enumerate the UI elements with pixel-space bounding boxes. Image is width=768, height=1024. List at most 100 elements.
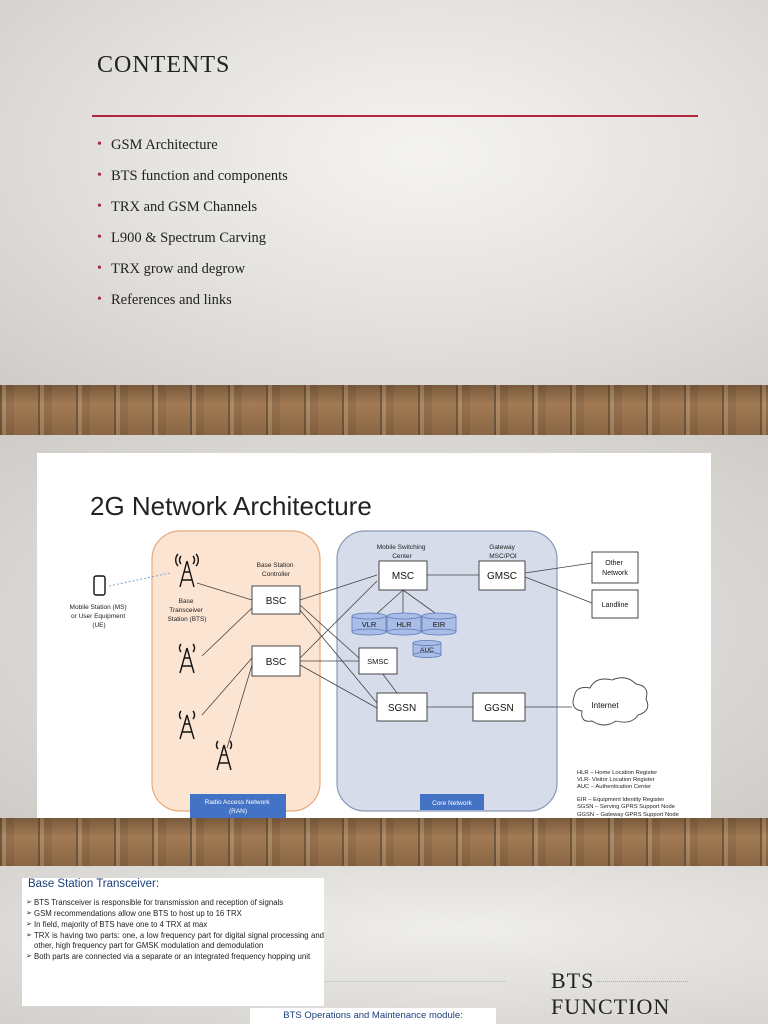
gmsc-label: GMSC [487,571,517,582]
bts-tower-icon [215,740,233,771]
architecture-panel: 2G Network Architecture [37,453,711,818]
gmsc-caption-line: MSC/POI [489,553,517,560]
eir-database-icon [421,612,457,636]
ran-label-box [190,794,286,818]
msc-caption-line: Mobile Switching [377,544,426,551]
bullet-icon: • [97,199,102,214]
other-network-line: Network [602,570,628,577]
svg-text:Gateway MSC/POI: Gateway MSC/POI [489,544,517,560]
slide-title-line: FUNCTION [551,994,671,1019]
slide-title: 2G Network Architecture [90,491,372,521]
bullet-icon: • [97,168,102,183]
eir-label: EIR [433,620,446,629]
bts-tower-icon [178,710,196,740]
svg-text:Mobile Switching Center: Mobile Switching Center [377,544,428,560]
bts-tower-icon [178,643,196,674]
msc-node [378,560,428,591]
gmsc-caption-line: Gateway [489,544,515,551]
msc-label: MSC [392,571,414,582]
svg-text:Other Network: Other Network [602,560,628,577]
legend-line: HLR – Home Location Register [577,770,657,776]
slide-title: CONTENTS [97,52,231,78]
wood-floor-divider [0,818,768,866]
wood-floor-divider [0,385,768,435]
hlr-database-icon [386,612,422,636]
svg-text:Mobile Station (MS) or U: Mobile Station (MS) or User Equipment (U… [70,604,129,629]
slide-title: BTS FUNCTION [551,968,670,1020]
bullet-icon: • [97,137,102,152]
contents-item: •GSM Architecture [97,137,218,153]
ggsn-label: GGSN [484,703,513,714]
bts-list-item: TRX is having two parts: one, a low freq… [26,931,324,950]
auc-database-icon [412,640,442,658]
ms-label-line: (UE) [92,622,105,629]
bts-heading: Base Station Transceiver: [28,878,160,890]
internet-cloud-icon [572,677,649,726]
landline-label: Landline [602,602,629,609]
bts-list-item: BTS Transceiver is responsible for trans… [26,898,324,908]
vlr-label: VLR [362,620,377,629]
bts-label-line: Base [179,598,194,605]
bts-list-item: GSM recommendations allow one BTS to hos… [26,909,324,919]
connection-lines [196,562,593,749]
core-network-label: Core Network [432,800,472,807]
legend-line: VLR- Visitor Location Register [577,777,655,783]
svg-text:Base Transceiver S: Base Transceiver Station (BTS) [167,598,206,623]
contents-item: •L900 & Spectrum Carving [97,230,267,246]
auc-label: AUC [420,647,434,654]
gmsc-node [478,560,526,591]
network-diagram: Mobile Station (MS) or User Equipment (U… [70,530,679,818]
msc-caption-line: Center [392,553,412,560]
bsc-node [251,645,301,677]
contents-list: •GSM Architecture •BTS function and comp… [97,136,288,322]
smsc-node [358,647,398,675]
sgsn-label: SGSN [388,703,416,714]
bsc-caption-line: Controller [262,571,291,578]
core-label-box [420,794,484,810]
other-network-line: Other [605,560,623,567]
legend-line: EIR – Equipment Identity Register [577,797,664,803]
smsc-label: SMSC [367,657,389,666]
ran-label-line: (RAN) [229,808,247,815]
ms-label-line: or User Equipment [71,613,125,620]
svg-text:Base Station Controller: Base Station Controller [257,562,296,578]
bts-label-line: Station (BTS) [167,616,206,623]
ms-label-line: Mobile Station (MS) [70,604,127,611]
mobile-phone-icon [93,575,106,596]
slide-title-line: BTS [551,968,595,993]
title-rule [92,115,698,117]
other-network-node [591,551,639,584]
bullet-icon: • [97,230,102,245]
bsc-caption-line: Base Station [257,562,294,569]
core-region [336,530,558,812]
legend-line: SGSN – Serving GPRS Support Node [577,804,675,810]
contents-slide[interactable]: CONTENTS •GSM Architecture •BTS function… [0,0,768,385]
bts-list-item: In field, majority of BTS have one to 4 … [26,920,324,930]
bts-info-panel: Base Station Transceiver: BTS Transceive… [22,878,324,1006]
contents-item: •TRX grow and degrow [97,261,246,277]
bts-list-item: Both parts are connected via a separate … [26,952,324,962]
legend-line: GGSN – Gateway GPRS Support Node [577,812,679,818]
svg-text:Radio Access Network (RA: Radio Access Network (RAN) [205,799,272,815]
bts-list: BTS Transceiver is responsible for trans… [26,898,324,963]
dotted-divider [325,981,505,982]
internet-label: Internet [591,701,619,710]
sgsn-node [376,692,428,722]
oam-heading: BTS Operations and Maintenance module: [250,1008,496,1024]
vlr-database-icon [351,612,387,636]
landline-node [591,589,639,619]
dotted-divider [596,981,688,982]
ggsn-node [472,692,526,722]
bts-label-line: Transceiver [169,607,204,614]
contents-item: •BTS function and components [97,168,288,184]
bts-tower-icon [175,553,199,588]
bullet-icon: • [97,261,102,276]
ran-label-line: Radio Access Network [205,799,271,806]
bullet-icon: • [97,292,102,307]
contents-item: •TRX and GSM Channels [97,199,258,215]
contents-item: •References and links [97,292,232,308]
bsc-label: BSC [266,596,287,607]
legend-line: AUC – Authentication Center [577,784,651,790]
hlr-label: HLR [396,620,412,629]
bsc-node [251,585,301,615]
